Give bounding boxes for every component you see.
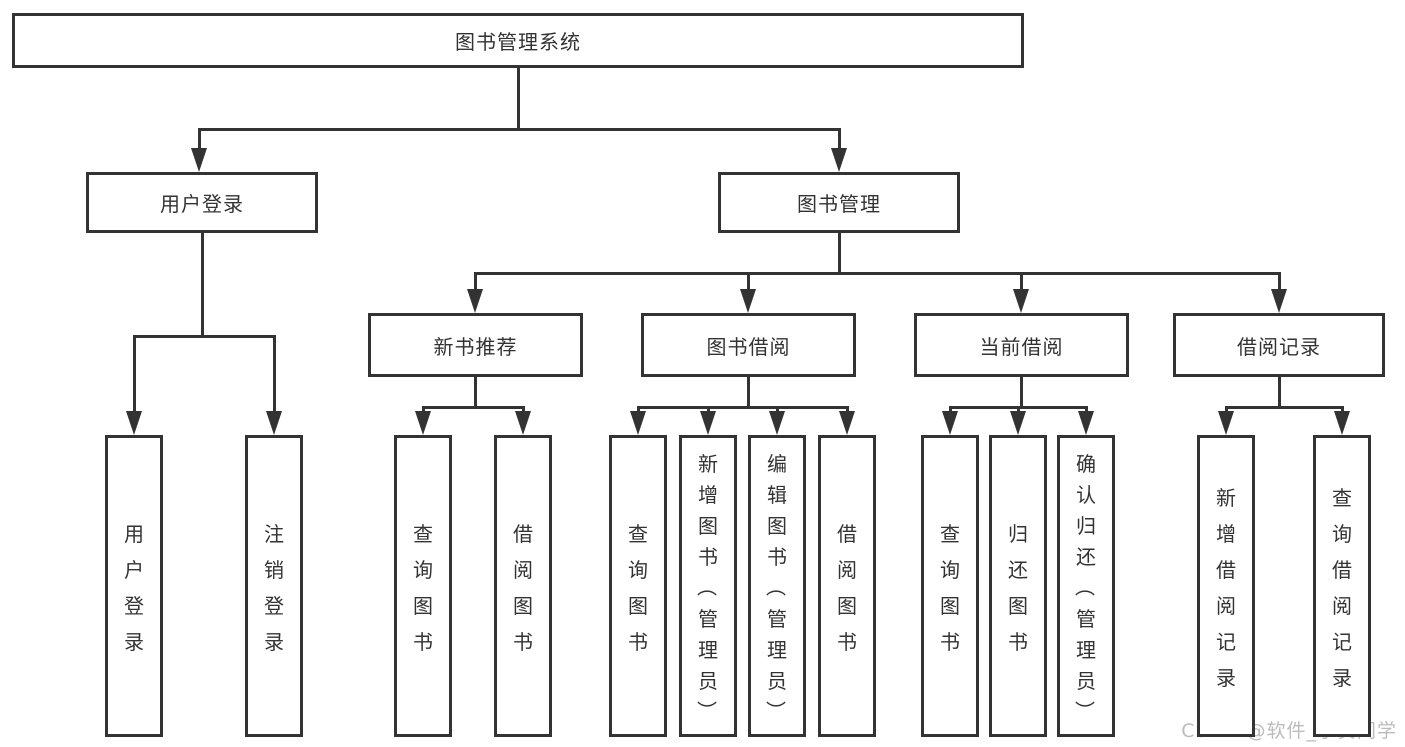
arrow-down-icon	[769, 411, 785, 435]
leaf-user-login: 用户登录	[105, 435, 163, 737]
arrow-down-icon	[942, 411, 958, 435]
connector-line	[1224, 405, 1344, 409]
node-root-system: 图书管理系统	[12, 13, 1024, 68]
vertical-label: 新增图书（管理员）	[694, 451, 719, 721]
node-current-borrowing: 当前借阅	[914, 313, 1129, 377]
node-label: 借阅记录	[1237, 334, 1321, 359]
leaf-query-books-recommend: 查询图书	[394, 435, 452, 737]
arrow-down-icon	[467, 289, 483, 313]
arrow-down-icon	[415, 411, 431, 435]
arrow-down-icon	[126, 411, 142, 435]
vertical-label: 归还图书	[1008, 521, 1028, 654]
arrow-shaft	[1277, 273, 1281, 295]
arrow-shaft	[272, 336, 276, 417]
arrow-shaft	[746, 273, 750, 295]
arrow-shaft	[473, 273, 477, 295]
node-book-borrowing: 图书借阅	[641, 313, 856, 377]
leaf-add-borrow-record: 新增借阅记录	[1197, 435, 1255, 737]
node-label: 图书借阅	[706, 334, 791, 359]
arrow-down-icon	[266, 411, 282, 435]
vertical-label: 借阅图书	[837, 521, 857, 654]
vertical-label: 注销登录	[264, 521, 284, 654]
vertical-label: 确认归还（管理员）	[1072, 451, 1097, 721]
arrow-shaft	[1019, 273, 1023, 295]
arrow-down-icon	[191, 148, 207, 172]
connector-line	[473, 271, 1281, 275]
arrow-down-icon	[1271, 289, 1287, 313]
leaf-edit-books-admin: 编辑图书（管理员）	[748, 435, 806, 737]
arrow-down-icon	[700, 411, 716, 435]
connector-line	[473, 377, 477, 407]
arrow-down-icon	[630, 411, 646, 435]
vertical-label: 查询图书	[413, 521, 433, 654]
node-book-management: 图书管理	[718, 172, 960, 233]
leaf-return-books: 归还图书	[989, 435, 1047, 737]
leaf-query-books-borrowing: 查询图书	[609, 435, 667, 737]
connector-line	[837, 233, 841, 273]
node-label: 图书管理系统	[455, 30, 581, 54]
node-label: 用户登录	[160, 192, 244, 216]
node-label: 当前借阅	[979, 334, 1064, 359]
connector-line	[1019, 377, 1023, 407]
arrow-shaft	[837, 129, 841, 154]
arrow-down-icon	[831, 148, 847, 172]
arrow-down-icon	[515, 411, 531, 435]
vertical-label: 编辑图书（管理员）	[763, 451, 788, 721]
arrow-shaft	[132, 336, 136, 417]
leaf-borrow-books-recommend: 借阅图书	[494, 435, 552, 737]
leaf-logout: 注销登录	[245, 435, 303, 737]
node-new-book-recommend: 新书推荐	[368, 313, 583, 377]
vertical-label: 用户登录	[124, 521, 144, 654]
leaf-confirm-return-admin: 确认归还（管理员）	[1057, 435, 1115, 737]
leaf-borrow-books: 借阅图书	[818, 435, 876, 737]
node-label: 新书推荐	[433, 334, 518, 359]
connector-line	[421, 405, 525, 409]
arrow-down-icon	[740, 289, 756, 313]
vertical-label: 查询图书	[628, 521, 648, 654]
node-borrowing-records: 借阅记录	[1173, 313, 1385, 377]
arrow-down-icon	[1013, 289, 1029, 313]
leaf-query-borrow-record: 查询借阅记录	[1313, 435, 1371, 737]
connector-line	[516, 68, 520, 129]
arrow-down-icon	[839, 411, 855, 435]
connector-line	[636, 405, 849, 409]
arrow-down-icon	[1010, 411, 1026, 435]
leaf-query-books-current: 查询图书	[921, 435, 979, 737]
arrow-down-icon	[1218, 411, 1234, 435]
vertical-label: 查询图书	[940, 521, 960, 654]
connector-line	[132, 334, 276, 338]
vertical-label: 查询借阅记录	[1332, 485, 1352, 690]
node-user-login: 用户登录	[86, 172, 318, 233]
vertical-label: 新增借阅记录	[1216, 485, 1236, 690]
connector-line	[200, 233, 204, 336]
arrow-shaft	[197, 129, 201, 154]
connector-line	[197, 127, 841, 131]
arrow-down-icon	[1334, 411, 1350, 435]
vertical-label: 借阅图书	[513, 521, 533, 654]
connector-line	[746, 377, 750, 407]
connector-line	[1277, 377, 1281, 407]
leaf-add-books-admin: 新增图书（管理员）	[679, 435, 737, 737]
arrow-down-icon	[1078, 411, 1094, 435]
node-label: 图书管理	[797, 192, 881, 216]
